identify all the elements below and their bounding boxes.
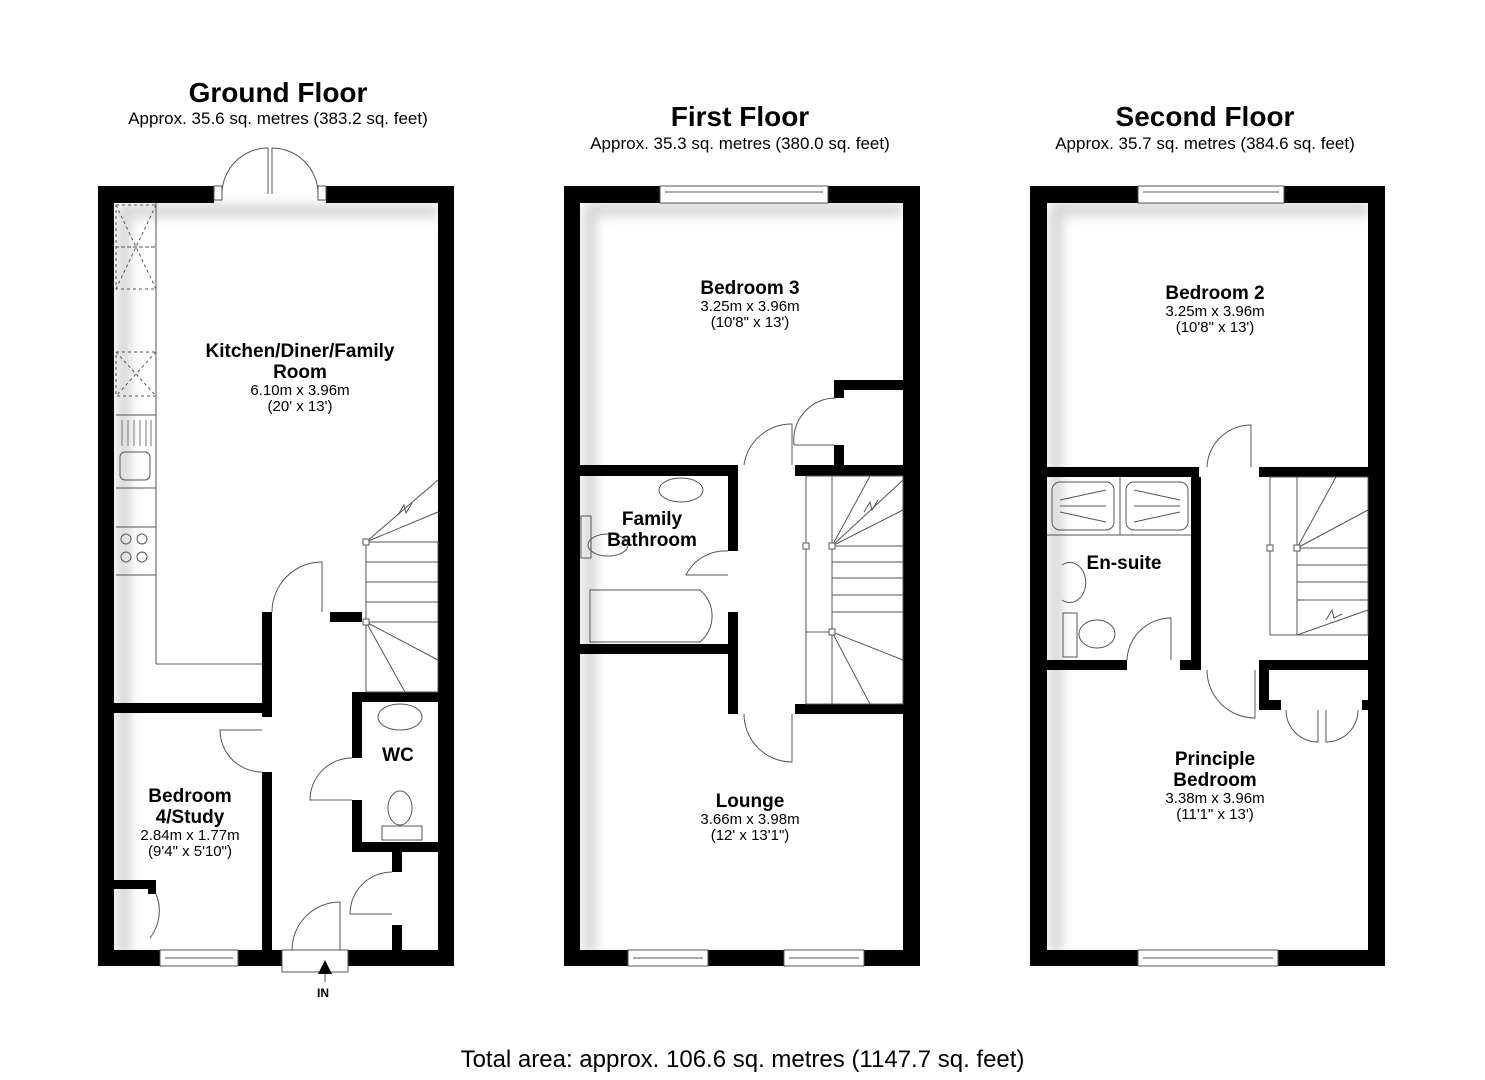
second-floor-title: Second Floor	[1115, 101, 1295, 132]
room-kitchen-diner-family: Kitchen/Diner/Family Room 6.10m x 3.96m …	[180, 341, 420, 415]
room-bedroom-3: Bedroom 3 3.25m x 3.96m (10'8" x 13')	[660, 278, 840, 331]
room-name: Kitchen/Diner/Family	[205, 341, 395, 362]
room-metric-dimensions: 6.10m x 3.96m	[250, 382, 350, 399]
room-imperial-dimensions: (10'8" x 13')	[710, 314, 790, 331]
room-imperial-dimensions: (9'4" x 5'10")	[148, 843, 232, 860]
first-floor-area: Approx. 35.3 sq. metres (380.0 sq. feet)	[590, 134, 890, 153]
room-name: Room	[273, 362, 327, 383]
room-name: Bedroom	[148, 786, 232, 807]
room-imperial-dimensions: (12' x 13'1")	[710, 827, 790, 844]
ground-floor-plan	[98, 147, 454, 982]
first-floor-title: First Floor	[670, 101, 810, 132]
ground-floor-title: Ground Floor	[188, 77, 368, 108]
room-name: Principle	[1174, 749, 1256, 770]
room-imperial-dimensions: (11'1" x 13')	[1176, 806, 1254, 823]
room-metric-dimensions: 2.84m x 1.77m	[140, 827, 240, 844]
room-name: Lounge	[715, 791, 785, 812]
room-family-bathroom: Family Bathroom	[592, 509, 712, 551]
room-metric-dimensions: 3.66m x 3.98m	[700, 811, 800, 828]
room-metric-dimensions: 3.25m x 3.96m	[1165, 303, 1265, 320]
room-lounge: Lounge 3.66m x 3.98m (12' x 13'1")	[660, 791, 840, 844]
room-imperial-dimensions: (20' x 13')	[267, 398, 333, 415]
room-principle-bedroom: Principle Bedroom 3.38m x 3.96m (11'1" x…	[1125, 749, 1305, 823]
room-bedroom-2: Bedroom 2 3.25m x 3.96m (10'8" x 13')	[1125, 283, 1305, 336]
room-bedroom-4-study: Bedroom 4/Study 2.84m x 1.77m (9'4" x 5'…	[120, 786, 260, 860]
room-name: Bathroom	[607, 530, 697, 551]
total-area: Total area: approx. 106.6 sq. metres (11…	[460, 1046, 1025, 1073]
room-metric-dimensions: 3.38m x 3.96m	[1165, 790, 1265, 807]
room-name: WC	[382, 745, 414, 766]
second-floor-area: Approx. 35.7 sq. metres (384.6 sq. feet)	[1055, 134, 1355, 153]
second-floor-plan	[1030, 185, 1385, 967]
room-imperial-dimensions: (10'8" x 13')	[1175, 319, 1255, 336]
room-metric-dimensions: 3.25m x 3.96m	[700, 298, 800, 315]
first-floor-plan	[564, 185, 920, 967]
room-name: En-suite	[1086, 553, 1162, 574]
room-wc: WC	[370, 745, 426, 766]
entrance-label: IN	[317, 986, 329, 1000]
room-name: Bedroom	[1173, 770, 1257, 791]
room-name: Bedroom 3	[700, 278, 800, 299]
room-en-suite: En-suite	[1074, 553, 1174, 574]
room-name: Bedroom 2	[1165, 283, 1265, 304]
room-name: 4/Study	[155, 807, 225, 828]
room-name: Family	[621, 509, 683, 530]
ground-floor-area: Approx. 35.6 sq. metres (383.2 sq. feet)	[128, 109, 428, 128]
